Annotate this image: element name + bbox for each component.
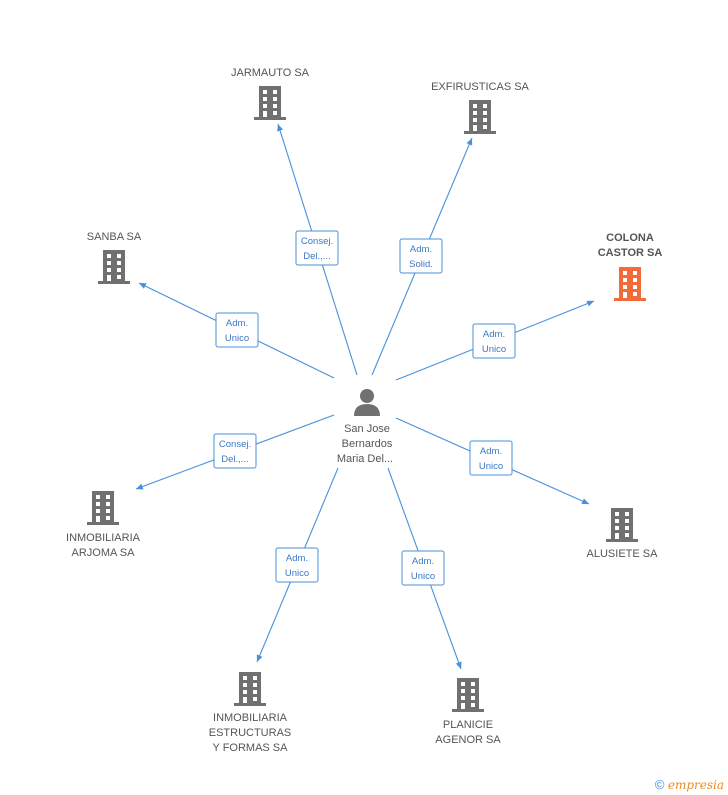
company-name-line-1: EXFIRUSTICAS SA [431,81,529,93]
footer-brand: © empresia [655,777,724,792]
role-box [401,550,445,586]
building-icon [464,100,496,134]
company-node-planicie-agenor[interactable]: PLANICIE AGENOR SA [435,678,501,746]
brand-logo[interactable]: empresia [667,778,724,792]
company-node-exfirusticas[interactable]: EXFIRUSTICAS SA [431,81,530,134]
role-text-line-2: Del.,... [303,251,330,262]
center-person-node[interactable]: San Jose Bernardos Maria Del... [337,389,393,465]
role-text-line-1: Adm. [410,244,432,255]
role-text-line-2: Unico [411,571,435,582]
person-name-line-1: San Jose [344,423,390,435]
company-name-line-1: COLONA [606,232,654,244]
role-text-line-2: Unico [285,568,309,579]
company-name-line-1: INMOBILIARIA [66,532,141,544]
role-text-line-1: Adm. [483,329,505,340]
role-text-line-2: Unico [225,333,249,344]
company-node-sanba[interactable]: SANBA SA [87,231,142,284]
role-box [472,323,516,359]
role-text-line-1: Adm. [412,556,434,567]
role-text-line-2: Solid. [409,259,433,270]
person-icon [354,389,380,416]
role-text-line-2: Unico [479,461,503,472]
company-name-line-1: INMOBILIARIA [213,712,288,724]
role-label-inmobiliaria-estructuras[interactable]: Adm. Unico [275,547,319,583]
company-node-inmobiliaria-arjoma[interactable]: INMOBILIARIA ARJOMA SA [66,491,141,559]
building-icon [614,267,646,301]
company-name-line-1: PLANICIE [443,719,493,731]
company-name-line-2: AGENOR SA [435,734,501,746]
role-label-exfirusticas[interactable]: Adm. Solid. [399,238,443,274]
role-text-line-1: Adm. [226,318,248,329]
person-name-line-2: Bernardos [342,438,393,450]
building-icon [234,672,266,706]
role-text-line-1: Adm. [480,446,502,457]
building-icon [254,86,286,120]
company-name-line-1: ALUSIETE SA [587,548,659,560]
company-name-line-3: Y FORMAS SA [213,742,289,754]
copyright-icon: © [654,777,665,792]
building-icon [606,508,638,542]
company-node-colona-castor[interactable]: COLONA CASTOR SA [598,232,663,301]
role-box [469,440,513,476]
company-name-line-1: SANBA SA [87,231,142,243]
role-label-alusiete[interactable]: Adm. Unico [469,440,513,476]
role-box [215,312,259,348]
role-label-sanba[interactable]: Adm. Unico [215,312,259,348]
role-box [213,433,257,469]
building-icon [98,250,130,284]
role-label-planicie-agenor[interactable]: Adm. Unico [401,550,445,586]
company-name-line-2: ESTRUCTURAS [209,727,292,739]
company-node-alusiete[interactable]: ALUSIETE SA [587,508,659,560]
person-name-line-3: Maria Del... [337,453,393,465]
company-name-line-2: CASTOR SA [598,247,663,259]
role-text-line-2: Del.,... [221,454,248,465]
role-label-jarmauto[interactable]: Consej. Del.,... [295,230,339,266]
role-label-colona-castor[interactable]: Adm. Unico [472,323,516,359]
company-name-line-2: ARJOMA SA [72,547,136,559]
nodes: JARMAUTO SA EXFIRUSTICAS SA SANBA SA COLONA… [66,67,662,754]
role-box [399,238,443,274]
building-icon [87,491,119,525]
role-label-inmobiliaria-arjoma[interactable]: Consej. Del.,... [213,433,257,469]
role-box [295,230,339,266]
company-node-jarmauto[interactable]: JARMAUTO SA [231,67,310,120]
role-box [275,547,319,583]
company-node-inmobiliaria-estructuras[interactable]: INMOBILIARIA ESTRUCTURAS Y FORMAS SA [209,672,292,754]
role-text-line-1: Consej. [301,236,333,247]
company-name-line-1: JARMAUTO SA [231,67,310,79]
role-text-line-2: Unico [482,344,506,355]
building-icon [452,678,484,712]
role-text-line-1: Adm. [286,553,308,564]
role-text-line-1: Consej. [219,439,251,450]
